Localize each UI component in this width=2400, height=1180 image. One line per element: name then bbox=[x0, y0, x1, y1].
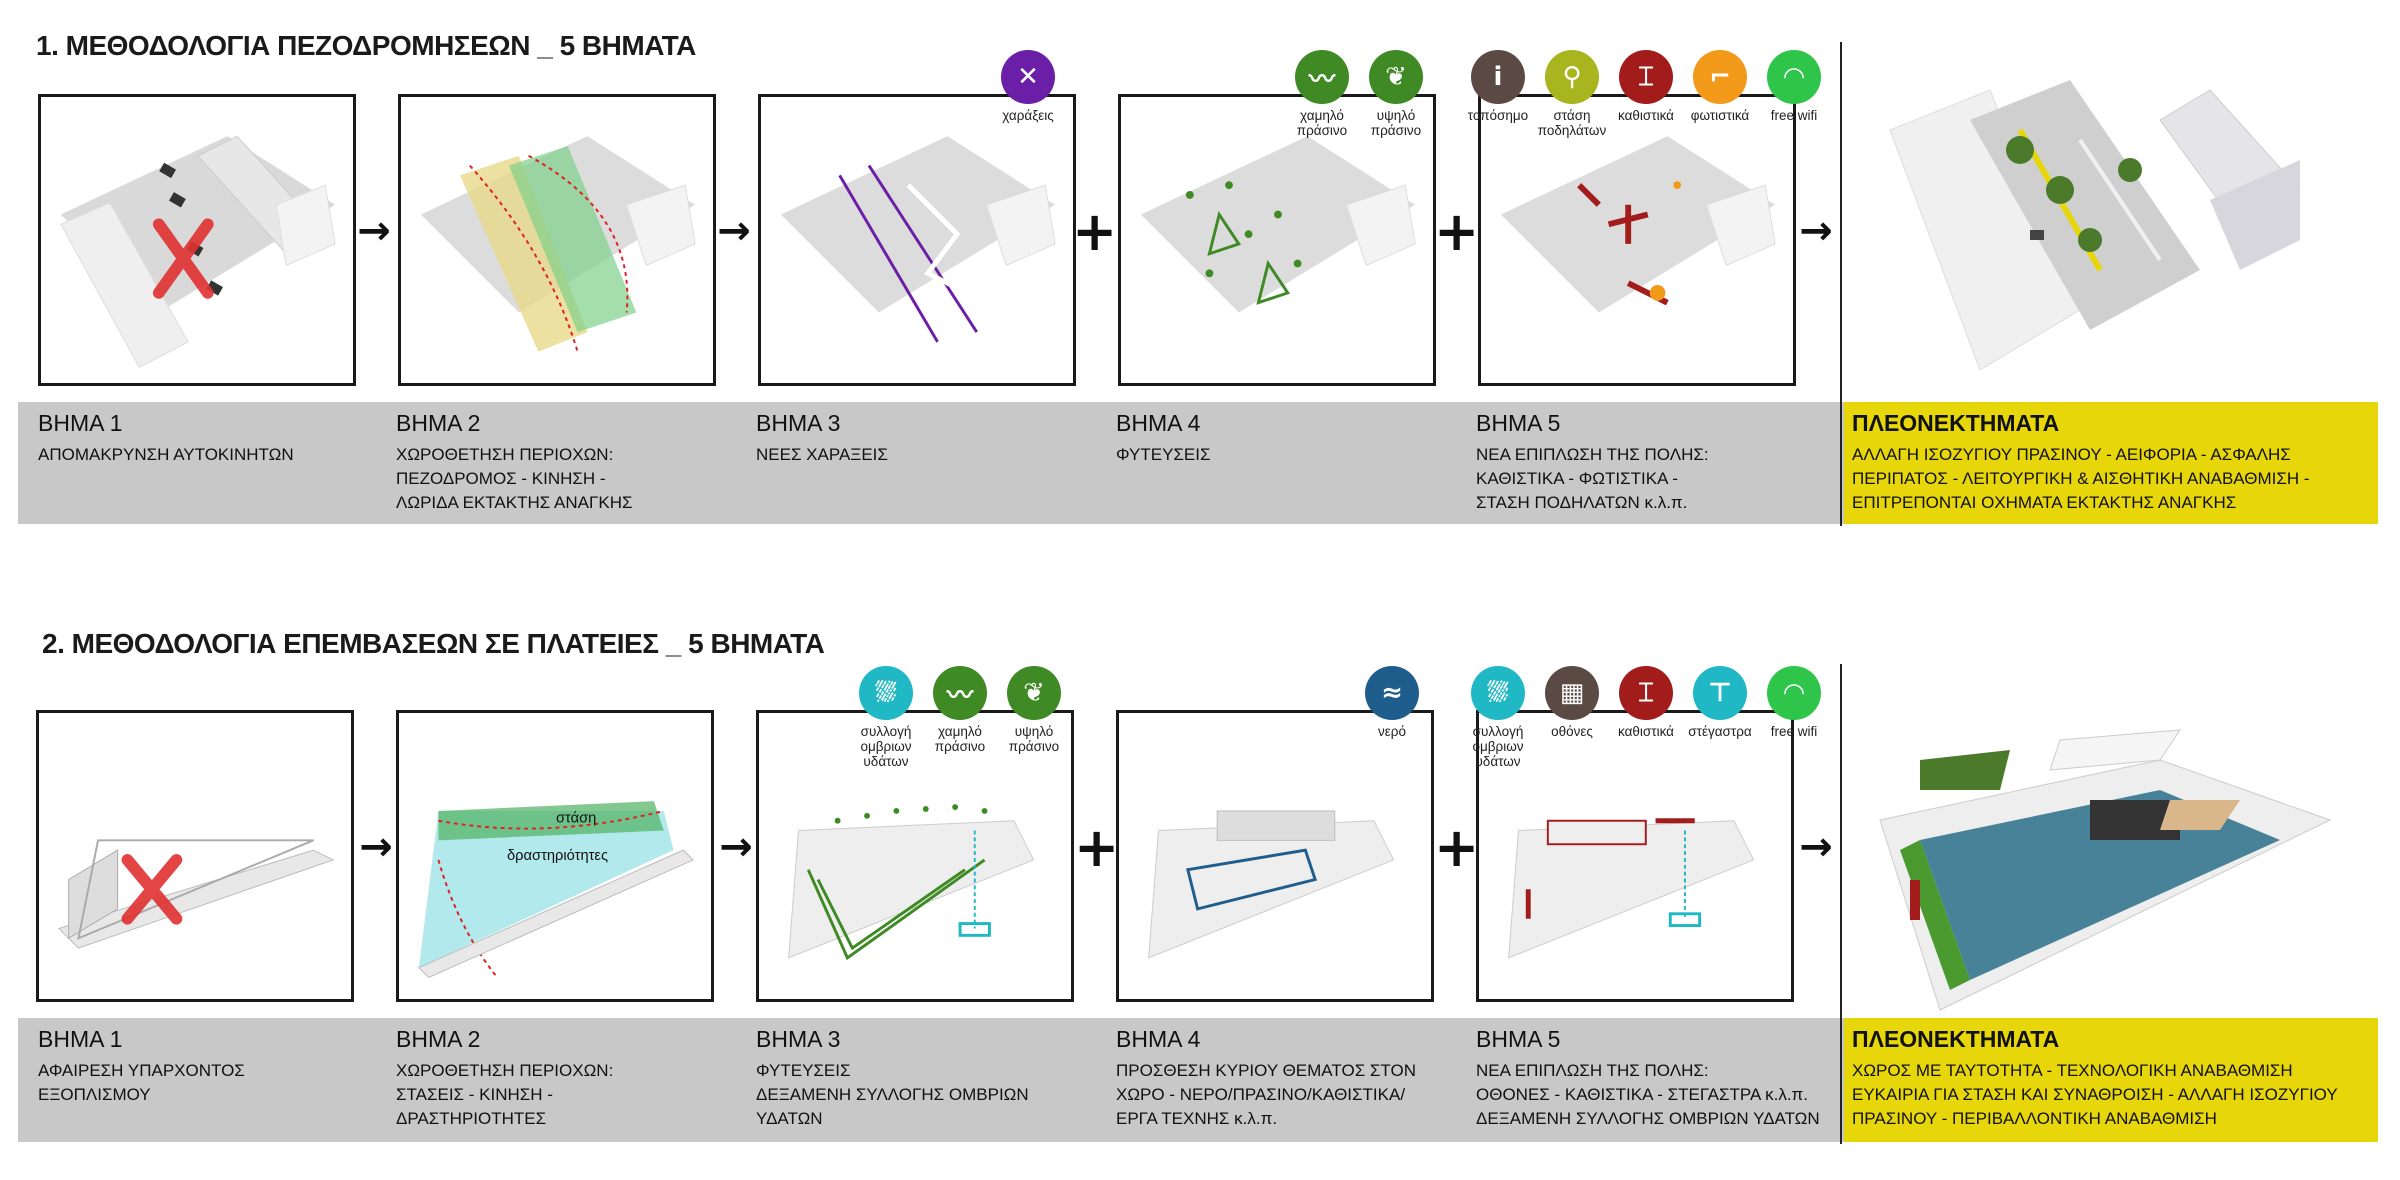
wifi-icon: ◠ bbox=[1767, 50, 1821, 104]
leaf-icon: ❦ bbox=[1007, 666, 1061, 720]
s2-step1-text: ΒΗΜΑ 1 ΑΦΑΙΡΕΣΗ ΥΠΑΡΧΟΝΤΟΣ ΕΞΟΠΛΙΣΜΟΥ bbox=[38, 1026, 245, 1104]
section1-title: 1. ΜΕΘΟΔΟΛΟΓΙΑ ΠΕΖΟΔΡΟΜΗΣΕΩΝ _ 5 ΒΗΜΑΤΑ bbox=[36, 30, 696, 61]
s1-connector-2: → bbox=[717, 208, 751, 254]
s1-step1-panel bbox=[38, 94, 356, 386]
rain-collect-icon: ⛆ bbox=[859, 666, 913, 720]
s1-icon-bench: ⌶ καθιστικά bbox=[1614, 50, 1678, 138]
s2-advantages-bar bbox=[1844, 1018, 2378, 1142]
s1-connector-3: + bbox=[1072, 200, 1118, 263]
s1-divider bbox=[1840, 42, 1842, 526]
remove-cross-icon bbox=[152, 218, 214, 299]
s1-icon-wifi: ◠ free wifi bbox=[1762, 50, 1826, 138]
grass-icon: 〰 bbox=[933, 666, 987, 720]
s2-step4-text: ΒΗΜΑ 4 ΠΡΟΣΘΕΣΗ ΚΥΡΙΟΥ ΘΕΜΑΤΟΣ ΣΤΟΝ ΧΩΡΟ… bbox=[1116, 1026, 1417, 1128]
s2-steps-bar bbox=[18, 1018, 1844, 1142]
water-icon: ≈ bbox=[1365, 666, 1419, 720]
s2-connector-5: → bbox=[1799, 824, 1833, 870]
bicycle-icon: ⚲ bbox=[1545, 50, 1599, 104]
grass-icon: 〰 bbox=[1295, 50, 1349, 104]
s2-step2-text: ΒΗΜΑ 2 ΧΩΡΟΘΕΤΗΣΗ ΠΕΡΙΟΧΩΝ: ΣΤΑΣΕΙΣ - ΚΙ… bbox=[396, 1026, 614, 1128]
section2-title: 2. ΜΕΘΟΔΟΛΟΓΙΑ ΕΠΕΜΒΑΣΕΩΝ ΣΕ ΠΛΑΤΕΙΕΣ _ … bbox=[42, 628, 825, 659]
s2-icon-canopy: ⊤ στέγαστρα bbox=[1688, 666, 1752, 769]
s2-step2-panel: στάση δραστηριότητες bbox=[396, 710, 714, 1002]
s1-connector-5: → bbox=[1799, 208, 1833, 254]
lines-icon: ✕ bbox=[1001, 50, 1055, 104]
s2-connector-1: → bbox=[359, 824, 393, 870]
s2-icon-bench: ⌶ καθιστικά bbox=[1614, 666, 1678, 769]
s2-icon-water: ≈ νερό bbox=[1360, 666, 1424, 739]
canopy-icon: ⊤ bbox=[1693, 666, 1747, 720]
s1-step2-text: ΒΗΜΑ 2 ΧΩΡΟΘΕΤΗΣΗ ΠΕΡΙΟΧΩΝ: ΠΕΖΟΔΡΟΜΟΣ -… bbox=[396, 410, 633, 512]
s1-connector-1: → bbox=[357, 208, 391, 254]
s2-icon-screens: ▦ οθόνες bbox=[1540, 666, 1604, 769]
bench-icon: ⌶ bbox=[1619, 50, 1673, 104]
s1-steps-bar bbox=[18, 402, 1844, 524]
s2-final-render bbox=[1860, 700, 2340, 1020]
s1-advantages-text: ΠΛΕΟΝΕΚΤΗΜΑΤΑ ΑΛΛΑΓΗ ΙΣΟΖΥΓΙΟΥ ΠΡΑΣΙΝΟΥ … bbox=[1852, 410, 2310, 512]
zone-label-stasi: στάση bbox=[556, 811, 596, 827]
s2-icon-wifi: ◠ free wifi bbox=[1762, 666, 1826, 769]
s1-step1-text: ΒΗΜΑ 1 ΑΠΟΜΑΚΡΥΝΣΗ ΑΥΤΟΚΙΝΗΤΩΝ bbox=[38, 410, 294, 464]
s1-connector-4: + bbox=[1434, 200, 1480, 263]
s2-step1-panel bbox=[36, 710, 354, 1002]
leaf-icon: ❦ bbox=[1369, 50, 1423, 104]
s2-step4-panel bbox=[1116, 710, 1434, 1002]
s2-icon-high-green: ❦ υψηλό πράσινο bbox=[1002, 666, 1066, 769]
s1-icon-lines: ✕ χαράξεις bbox=[996, 50, 1060, 123]
s2-advantages-text: ΠΛΕΟΝΕΚΤΗΜΑΤΑ ΧΩΡΟΣ ΜΕ ΤΑΥΤΟΤΗΤΑ - ΤΕΧΝΟ… bbox=[1852, 1026, 2338, 1128]
s1-icon-landmark: ⅰ τοπόσημο bbox=[1466, 50, 1530, 138]
screens-icon: ▦ bbox=[1545, 666, 1599, 720]
rain-collect-icon: ⛆ bbox=[1471, 666, 1525, 720]
s2-step5-text: ΒΗΜΑ 5 ΝΕΑ ΕΠΙΠΛΩΣΗ ΤΗΣ ΠΟΛΗΣ: ΟΘΟΝΕΣ - … bbox=[1476, 1026, 1820, 1128]
s1-icon-bike: ⚲ στάση ποδηλάτων bbox=[1538, 50, 1606, 138]
s2-connector-4: + bbox=[1434, 816, 1480, 879]
info-icon: ⅰ bbox=[1471, 50, 1525, 104]
s2-step5-panel bbox=[1476, 710, 1794, 1002]
s2-icon-low-green: 〰 χαμηλό πράσινο bbox=[928, 666, 992, 769]
remove-cross-icon bbox=[121, 854, 183, 925]
s2-icon-rain-5: ⛆ συλλογή ομβριων υδάτων bbox=[1466, 666, 1530, 769]
s2-step3-text: ΒΗΜΑ 3 ΦΥΤΕΥΣΕΙΣ ΔΕΞΑΜΕΝΗ ΣΥΛΛΟΓΗΣ ΟΜΒΡΙ… bbox=[756, 1026, 1029, 1128]
s1-step5-text: ΒΗΜΑ 5 ΝΕΑ ΕΠΙΠΛΩΣΗ ΤΗΣ ΠΟΛΗΣ: ΚΑΘΙΣΤΙΚΑ… bbox=[1476, 410, 1709, 512]
s1-step5-panel bbox=[1478, 94, 1796, 386]
lamp-icon: ⌐ bbox=[1693, 50, 1747, 104]
s1-final-render bbox=[1880, 70, 2320, 390]
s1-icon-low-green: 〰 χαμηλό πράσινο bbox=[1290, 50, 1354, 138]
s1-step4-text: ΒΗΜΑ 4 ΦΥΤΕΥΣΕΙΣ bbox=[1116, 410, 1211, 464]
s2-connector-2: → bbox=[719, 824, 753, 870]
s1-step3-text: ΒΗΜΑ 3 ΝΕΕΣ ΧΑΡΑΞΕΙΣ bbox=[756, 410, 888, 464]
bench-icon: ⌶ bbox=[1619, 666, 1673, 720]
s1-step2-panel bbox=[398, 94, 716, 386]
s2-step3-panel bbox=[756, 710, 1074, 1002]
wifi-icon: ◠ bbox=[1767, 666, 1821, 720]
s2-divider bbox=[1840, 664, 1842, 1144]
s2-icon-rain: ⛆ συλλογή ομβριων υδάτων bbox=[854, 666, 918, 769]
s1-icon-high-green: ❦ υψηλό πράσινο bbox=[1364, 50, 1428, 138]
s1-step3-panel bbox=[758, 94, 1076, 386]
s1-advantages-bar bbox=[1844, 402, 2378, 524]
s1-icon-lamp: ⌐ φωτιστικά bbox=[1688, 50, 1752, 138]
s1-step4-panel bbox=[1118, 94, 1436, 386]
s2-connector-3: + bbox=[1074, 816, 1120, 879]
zone-label-activities: δραστηριότητες bbox=[507, 848, 608, 864]
